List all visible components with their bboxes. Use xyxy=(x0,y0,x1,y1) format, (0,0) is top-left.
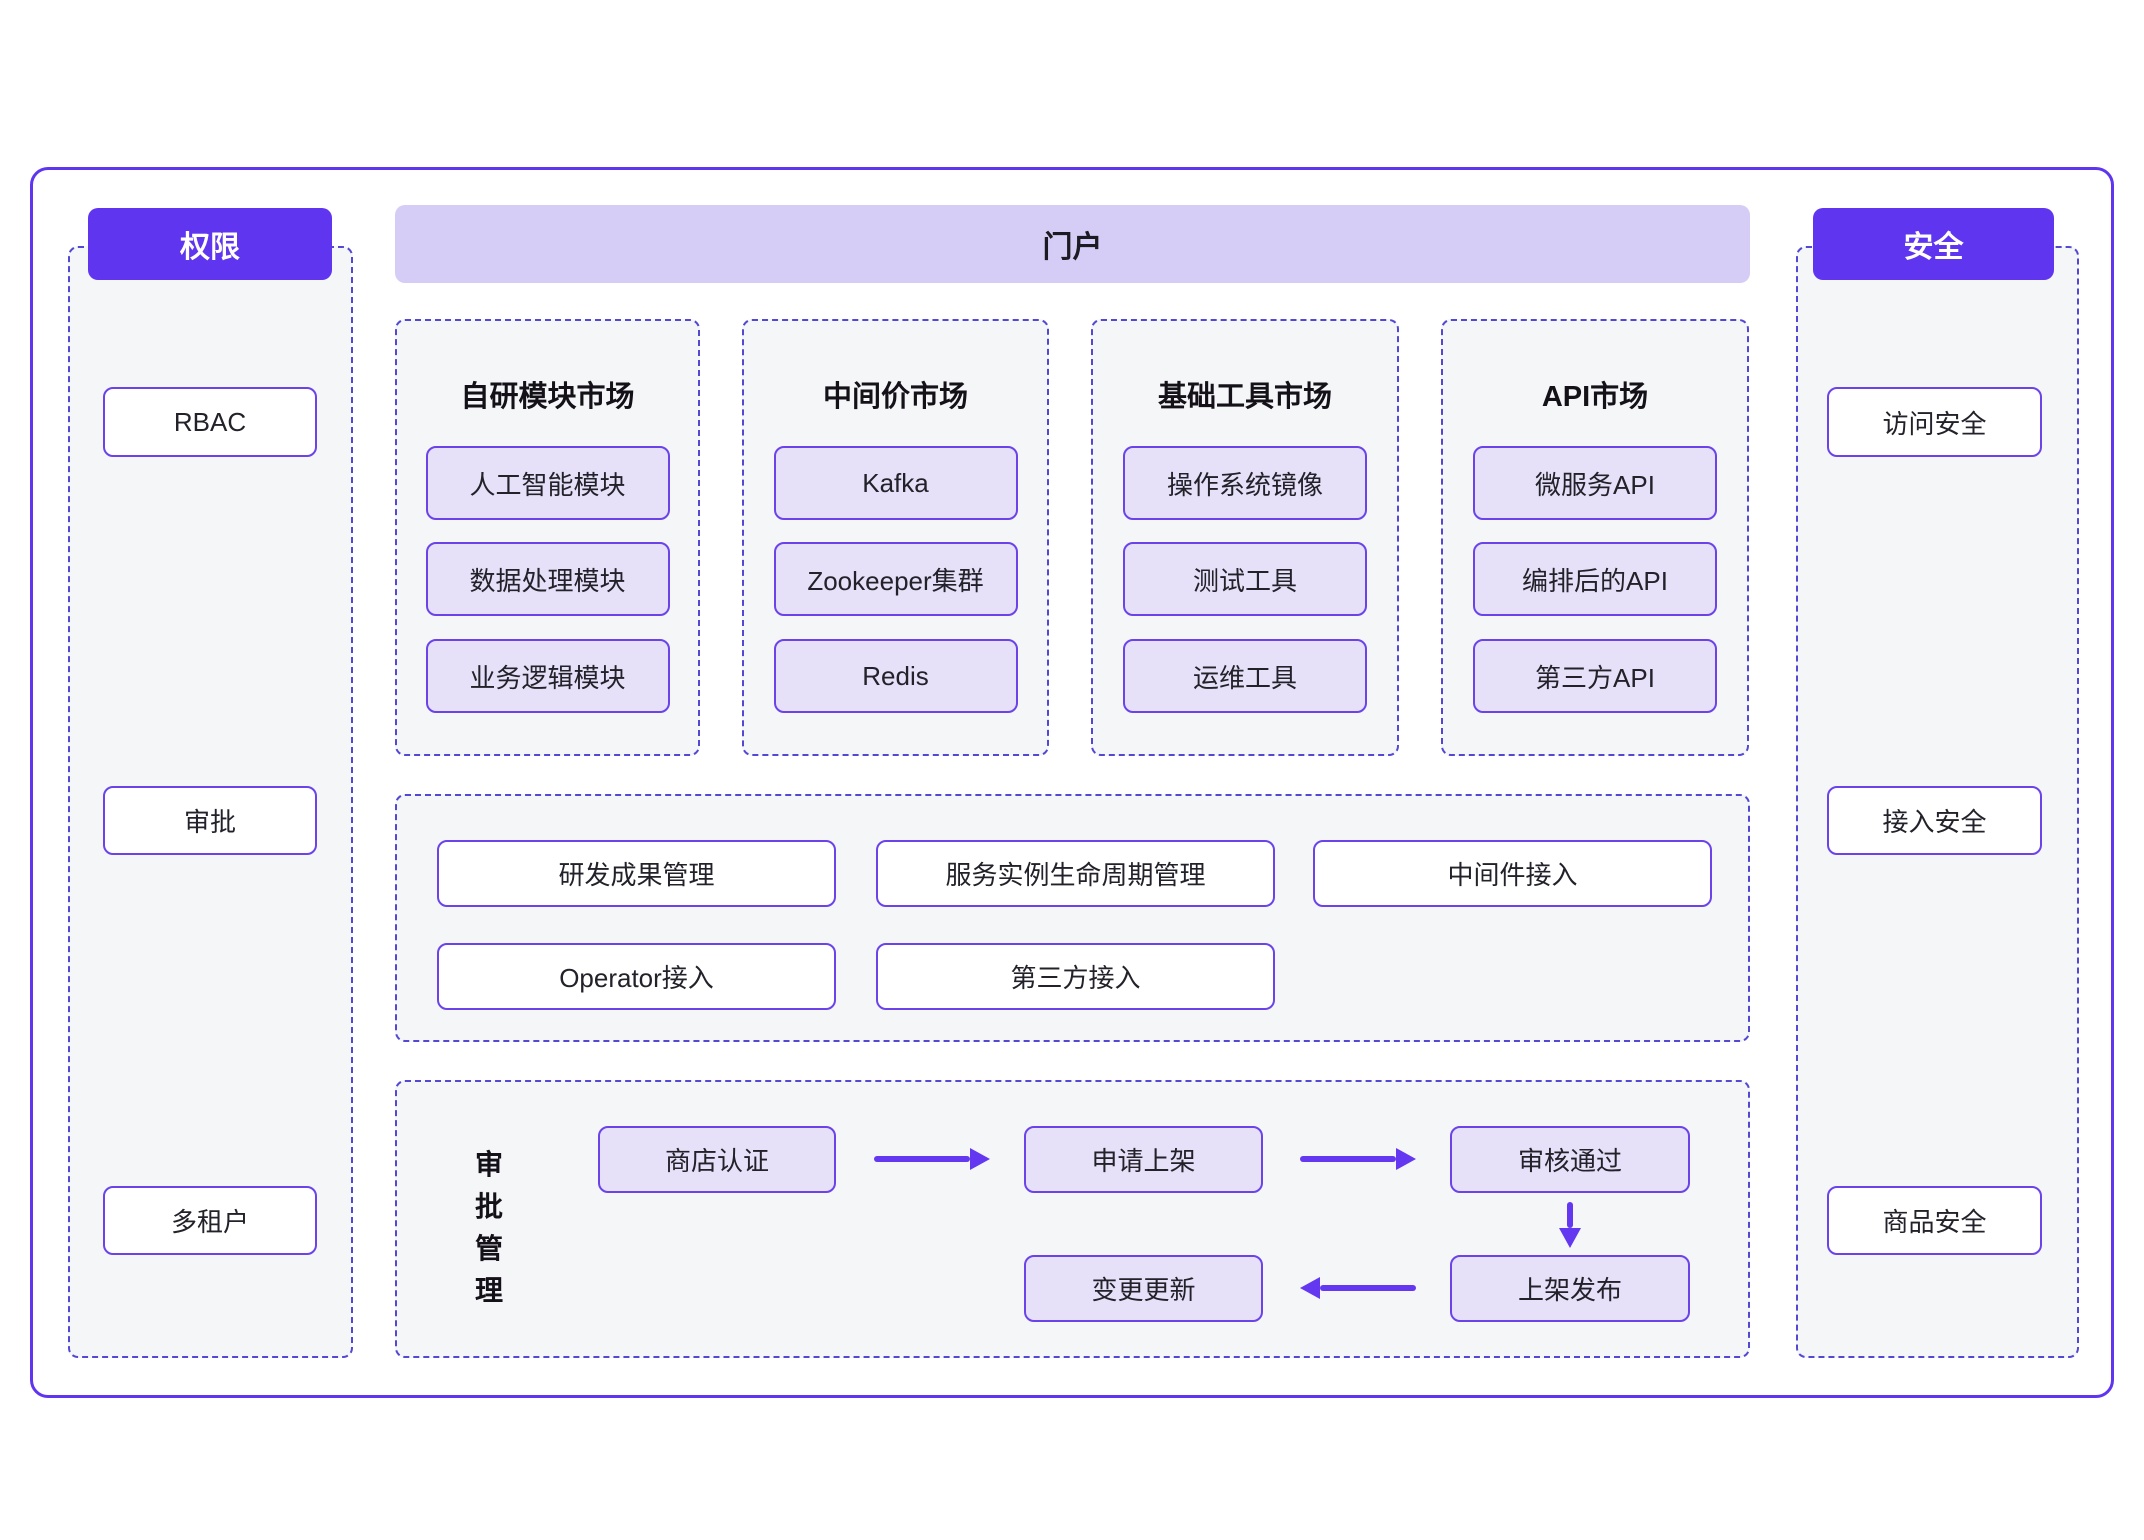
approval-step-review-passed: 审核通过 xyxy=(1450,1126,1690,1193)
security-item-access: 访问安全 xyxy=(1827,387,2042,457)
market-item: 编排后的API xyxy=(1473,542,1717,616)
security-item-integration: 接入安全 xyxy=(1827,786,2042,855)
permissions-header: 权限 xyxy=(88,208,332,280)
permission-item-multitenant: 多租户 xyxy=(103,1186,317,1255)
market-item: 业务逻辑模块 xyxy=(425,639,670,713)
market-item: 操作系统镜像 xyxy=(1123,446,1367,520)
approval-step-apply-listing: 申请上架 xyxy=(1024,1126,1263,1193)
arrow-certify-to-apply xyxy=(874,1156,970,1162)
management-item-middleware-access: 中间件接入 xyxy=(1313,840,1712,907)
market-api: API市场 微服务API 编排后的API 第三方API xyxy=(1441,319,1749,756)
security-header-label: 安全 xyxy=(1903,231,1964,264)
approval-step-change-update: 变更更新 xyxy=(1024,1255,1263,1322)
management-item-instance-lifecycle: 服务实例生命周期管理 xyxy=(876,840,1275,907)
approval-step-publish: 上架发布 xyxy=(1450,1255,1690,1322)
management-item-rd-results: 研发成果管理 xyxy=(437,840,836,907)
portal-header: 门户 xyxy=(395,205,1750,283)
management-item-operator-access: Operator接入 xyxy=(437,943,836,1010)
security-header: 安全 xyxy=(1813,208,2054,280)
permission-item-rbac: RBAC xyxy=(103,387,317,457)
market-middleware: 中间价市场 Kafka Zookeeper集群 Redis xyxy=(742,319,1049,756)
market-title: 基础工具市场 xyxy=(1157,381,1332,413)
market-item: 人工智能模块 xyxy=(425,446,670,520)
market-item: Kafka xyxy=(773,446,1018,520)
approval-section: 审批管理 商店认证 申请上架 审核通过 变更更新 上架发布 xyxy=(395,1080,1750,1358)
market-item: 微服务API xyxy=(1473,446,1717,520)
market-title: 中间价市场 xyxy=(822,381,968,413)
market-basic-tools: 基础工具市场 操作系统镜像 测试工具 运维工具 xyxy=(1091,319,1399,756)
arrow-publish-to-update xyxy=(1320,1285,1416,1291)
permission-item-approval: 审批 xyxy=(103,786,317,855)
management-section: 研发成果管理 服务实例生命周期管理 中间件接入 Operator接入 第三方接入 xyxy=(395,794,1750,1042)
arrow-approve-to-publish xyxy=(1567,1202,1573,1228)
approval-step-store-certification: 商店认证 xyxy=(598,1126,836,1193)
market-item: 运维工具 xyxy=(1123,639,1367,713)
permissions-header-label: 权限 xyxy=(180,231,240,264)
market-self-developed-modules: 自研模块市场 人工智能模块 数据处理模块 业务逻辑模块 xyxy=(395,319,700,756)
market-item: Zookeeper集群 xyxy=(773,542,1018,616)
market-title: 自研模块市场 xyxy=(460,381,635,413)
market-item: 第三方API xyxy=(1473,639,1717,713)
management-item-thirdparty-access: 第三方接入 xyxy=(876,943,1275,1010)
market-item: 测试工具 xyxy=(1123,542,1367,616)
arrow-apply-to-approve xyxy=(1300,1156,1396,1162)
market-item: Redis xyxy=(773,639,1018,713)
approval-vertical-label: 审批管理 xyxy=(474,1149,503,1306)
portal-header-label: 门户 xyxy=(1042,231,1103,264)
market-item: 数据处理模块 xyxy=(425,542,670,616)
market-title: API市场 xyxy=(1541,381,1649,413)
security-item-product: 商品安全 xyxy=(1827,1186,2042,1255)
